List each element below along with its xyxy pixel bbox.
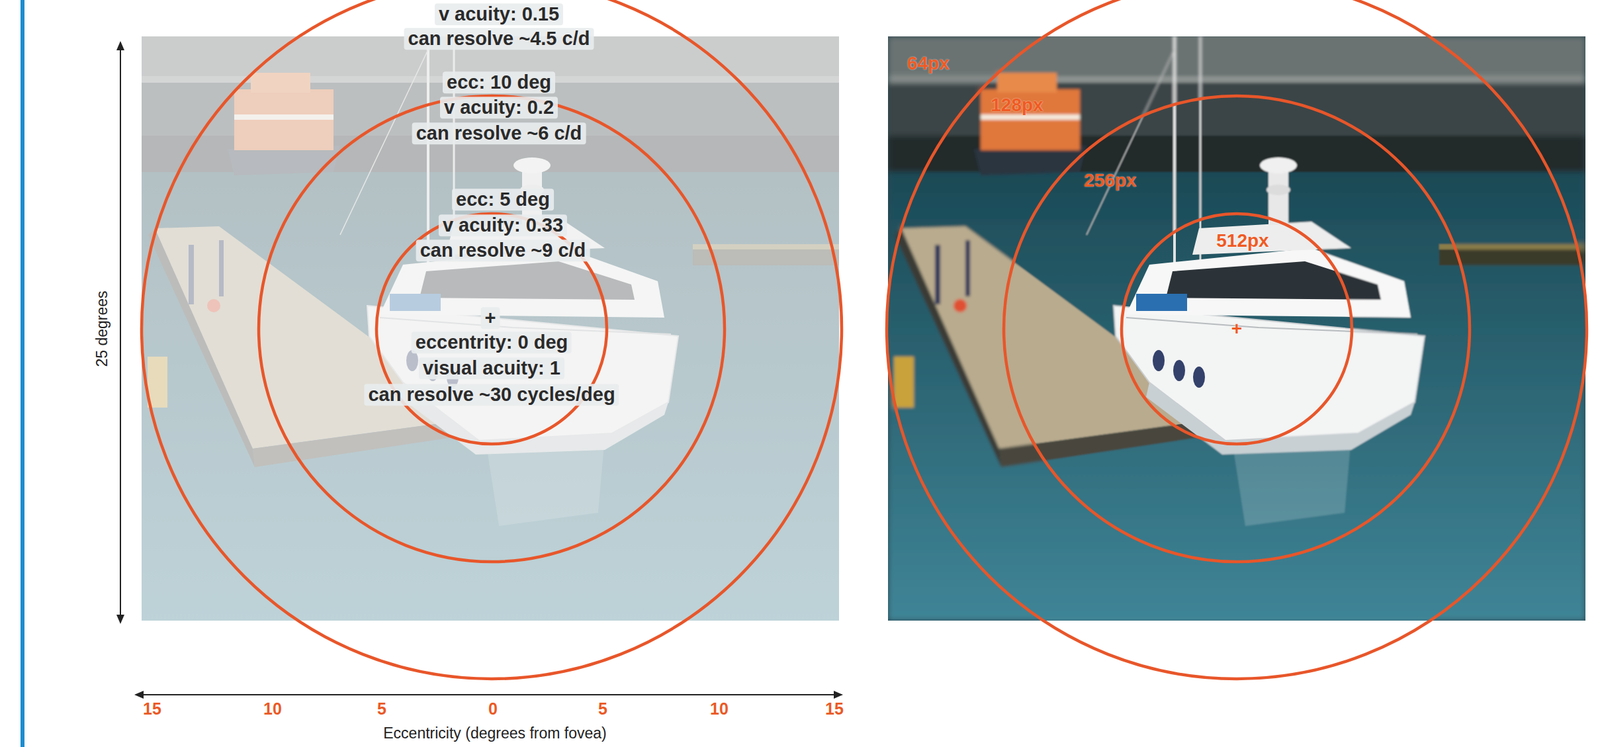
ring-circle (1121, 213, 1352, 445)
ring-label: + (481, 307, 501, 329)
ring-label: ecc: 10 deg (442, 71, 556, 94)
ring-label: eccentrity: 0 deg (411, 331, 572, 354)
ring-circle (376, 213, 607, 445)
ring-label: can resolve ~6 c/d (412, 122, 587, 145)
resolution-ring: 512px + (1121, 213, 1352, 445)
resolution-label: 512px (1216, 230, 1269, 252)
side-bar (20, 0, 25, 747)
ring-circle (886, 0, 1587, 679)
faded-photo (141, 36, 840, 621)
arrow-head (116, 614, 125, 624)
resolution-ring: 256px 512px + (1003, 95, 1470, 562)
eccentricity-ring: ecc: 10 degv acuity: 0.2can resolve ~6 c… (258, 95, 725, 562)
ring-label: v acuity: 0.33 (438, 214, 568, 237)
ring-label: can resolve ~30 cycles/deg (363, 383, 619, 406)
ring-label: visual acuity: 1 (418, 357, 565, 380)
eccentricity-ring: ecc: 5 degv acuity: 0.33can resolve ~9 c… (376, 213, 607, 445)
eccentricity-ring: v acuity: 0.15can resolve ~4.5 c/d ecc: 1… (141, 0, 842, 679)
arrow-head (116, 41, 125, 51)
tick-label: 5 (377, 700, 387, 719)
vertical-axis (119, 47, 122, 618)
ring-label: ecc: 5 deg (451, 188, 554, 211)
tick-label: 15 (142, 700, 162, 719)
arrow-head (833, 690, 844, 699)
horizontal-axis (138, 694, 839, 696)
resolution-label: 64px (907, 52, 950, 75)
tick-label: 0 (488, 700, 498, 719)
tick-label: 10 (710, 700, 729, 719)
arrow-head (134, 690, 144, 699)
axis-title: Eccentricity (degrees from fovea) (383, 724, 607, 742)
ring-circle (141, 0, 842, 679)
foveated-photo (888, 36, 1586, 621)
ring-label: can resolve ~4.5 c/d (404, 27, 595, 50)
ring-circle (258, 95, 725, 562)
ring-label: can resolve ~9 c/d (416, 239, 591, 262)
resolution-label: 256px (1083, 170, 1137, 192)
tick-label: 5 (598, 700, 608, 719)
ring-label: v acuity: 0.2 (440, 96, 558, 119)
ring-circle (1003, 95, 1470, 562)
resolution-label: 128px (990, 94, 1043, 116)
resolution-ring: 128px 256px 512px + (886, 0, 1587, 679)
tick-label: 15 (825, 700, 844, 719)
tick-label: 10 (263, 700, 282, 719)
ring-label: v acuity: 0.15 (434, 3, 564, 26)
resolution-label: + (1231, 318, 1243, 340)
axis-title: 25 degrees (93, 290, 111, 367)
